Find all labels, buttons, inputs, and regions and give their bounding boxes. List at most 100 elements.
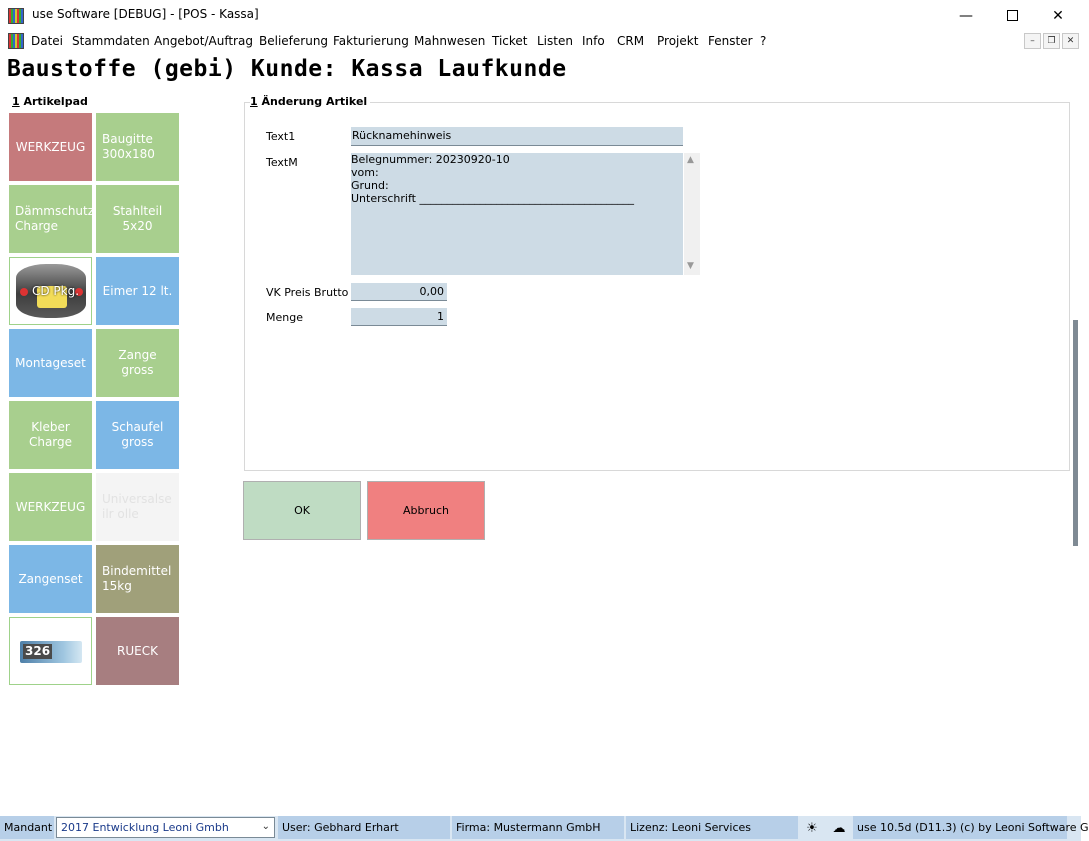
chevron-down-icon: ⌄ [261,821,270,832]
version-status: use 10.5d (D11.3) (c) by Leoni Software … [853,816,1089,839]
title-bar: use Software [DEBUG] - [POS - Kassa] — ✕ [0,0,1081,31]
tile-bindemittel[interactable]: Bindemittel 15kg [96,545,179,613]
cd-dot-image [20,288,28,296]
mdi-minimize-icon: – [1030,36,1035,46]
tile-label: Zangenset [18,571,83,586]
mdi-restore-button[interactable]: ❐ [1043,33,1060,49]
tile-kleber[interactable]: Kleber Charge [9,401,92,469]
aenderung-label-text: Änderung Artikel [257,95,368,108]
cloud-icon[interactable]: ☁ [832,820,846,836]
tile-rueck[interactable]: RUECK [96,617,179,685]
tile-label: Montageset [15,355,86,370]
tile-baugitte[interactable]: Baugitte 300x180 [96,113,179,181]
maximize-button[interactable] [989,0,1035,31]
tile-label: 326 [23,644,53,659]
tile-daemmschutz[interactable]: Dämmschutz Charge [9,185,94,253]
tile-zangenset[interactable]: Zangenset [9,545,92,613]
window-scrollbar[interactable] [1073,320,1078,546]
cd-label-image [37,286,67,308]
menu-app-icon[interactable] [8,33,24,49]
app-icon [8,8,24,24]
ok-button[interactable]: OK [243,481,361,540]
version-status-text: use 10.5d (D11.3) (c) by Leoni Software … [857,821,1089,834]
firma-status: Firma: Mustermann GmbH [452,816,624,839]
artikelpad-label: 1 Artikelpad [12,95,88,108]
tile-label: Baugitte 300x180 [102,132,155,161]
tile-label: Schaufel gross [111,420,164,449]
tile-werkzeug[interactable]: WERKZEUG [9,113,92,181]
textm-line: Unterschrift ___________________________… [351,192,634,205]
window-title: use Software [DEBUG] - [POS - Kassa] [32,7,259,21]
mandant-label-text: Mandant [4,821,53,834]
cancel-button-label: Abbruch [402,504,449,517]
menu-info[interactable]: Info [582,34,605,48]
textm-field[interactable]: Belegnummer: 20230920-10 vom: Grund: Unt… [351,153,683,275]
menge-field[interactable]: 1 [351,308,447,326]
menu-belieferung[interactable]: Belieferung [259,34,329,48]
user-status-text: User: Gebhard Erhart [282,821,399,834]
tile-label: Eimer 12 lt. [102,283,173,298]
tile-zange-gross[interactable]: Zange gross [96,329,179,397]
tile-werkzeug-2[interactable]: WERKZEUG [9,473,92,541]
ok-button-label: OK [294,504,310,517]
menge-label: Menge [266,311,303,324]
vk-preis-label: VK Preis Brutto [266,286,349,299]
text1-value: Rücknamehinweis [352,129,452,142]
scroll-up-icon[interactable]: ▲ [687,155,694,165]
menu-fakturierung[interactable]: Fakturierung [333,34,409,48]
textm-scrollbar[interactable]: ▲ ▼ [684,153,700,275]
menu-projekt[interactable]: Projekt [657,34,699,48]
tile-montageset[interactable]: Montageset [9,329,92,397]
page-title: Baustoffe (gebi) Kunde: Kassa Laufkunde [7,56,567,82]
artikelpad-label-num: 1 [12,95,20,108]
tile-stahlteil[interactable]: Stahlteil 5x20 [96,185,179,253]
menu-angebot-auftrag[interactable]: Angebot/Auftrag [154,34,253,48]
textm-line: vom: [351,166,379,179]
tile-label: Stahlteil 5x20 [112,204,163,233]
mdi-close-button[interactable]: ✕ [1062,33,1079,49]
scroll-down-icon[interactable]: ▼ [687,261,694,271]
maximize-icon [1006,10,1018,21]
textm-line: Belegnummer: 20230920-10 [351,153,510,166]
menu-listen[interactable]: Listen [537,34,573,48]
cd-dot-image [75,288,83,296]
tile-326[interactable]: 326 [9,617,92,685]
menu-help[interactable]: ? [760,34,767,48]
textm-label: TextM [266,156,298,169]
tile-universalseilrolle[interactable]: Universalseilr olle [96,473,179,541]
mandant-select[interactable]: 2017 Entwicklung Leoni Gmbh ⌄ [56,817,275,838]
mdi-minimize-button[interactable]: – [1024,33,1041,49]
vk-preis-field[interactable]: 0,00 [351,283,447,301]
tile-label: Bindemittel 15kg [102,564,172,593]
firma-status-text: Firma: Mustermann GmbH [456,821,601,834]
tile-schaufel[interactable]: Schaufel gross [96,401,179,469]
artikelpad-label-text: Artikelpad [19,95,88,108]
text1-field[interactable]: Rücknamehinweis [351,127,683,146]
tile-label: Zange gross [118,348,157,377]
text1-label: Text1 [266,130,296,143]
menu-mahnwesen[interactable]: Mahnwesen [414,34,486,48]
tile-label: RUECK [117,643,158,658]
tile-label: Universalseilr olle [102,492,172,521]
menu-ticket[interactable]: Ticket [492,34,528,48]
sun-icon[interactable]: ☀ [806,820,818,836]
tile-label: Kleber Charge [28,420,73,449]
minimize-button[interactable]: — [943,0,989,31]
close-button[interactable]: ✕ [1035,0,1081,31]
tile-cd-pkg[interactable]: CD Pkg. [9,257,92,325]
user-status: User: Gebhard Erhart [278,816,450,839]
menu-crm[interactable]: CRM [617,34,645,48]
menu-bar: Datei Stammdaten Angebot/Auftrag Beliefe… [0,31,1081,51]
menu-stammdaten[interactable]: Stammdaten [72,34,150,48]
mandant-select-value: 2017 Entwicklung Leoni Gmbh [61,821,229,834]
menge-value: 1 [437,310,444,323]
lizenz-status: Lizenz: Leoni Services [626,816,798,839]
textm-line: Grund: [351,179,389,192]
menu-datei[interactable]: Datei [31,34,64,48]
menu-fenster[interactable]: Fenster [708,34,753,48]
lizenz-status-text: Lizenz: Leoni Services [630,821,752,834]
cancel-button[interactable]: Abbruch [367,481,485,540]
tile-eimer[interactable]: Eimer 12 lt. [96,257,179,325]
aenderung-label-num: 1 [250,95,258,108]
mandant-label: Mandant [0,816,54,839]
